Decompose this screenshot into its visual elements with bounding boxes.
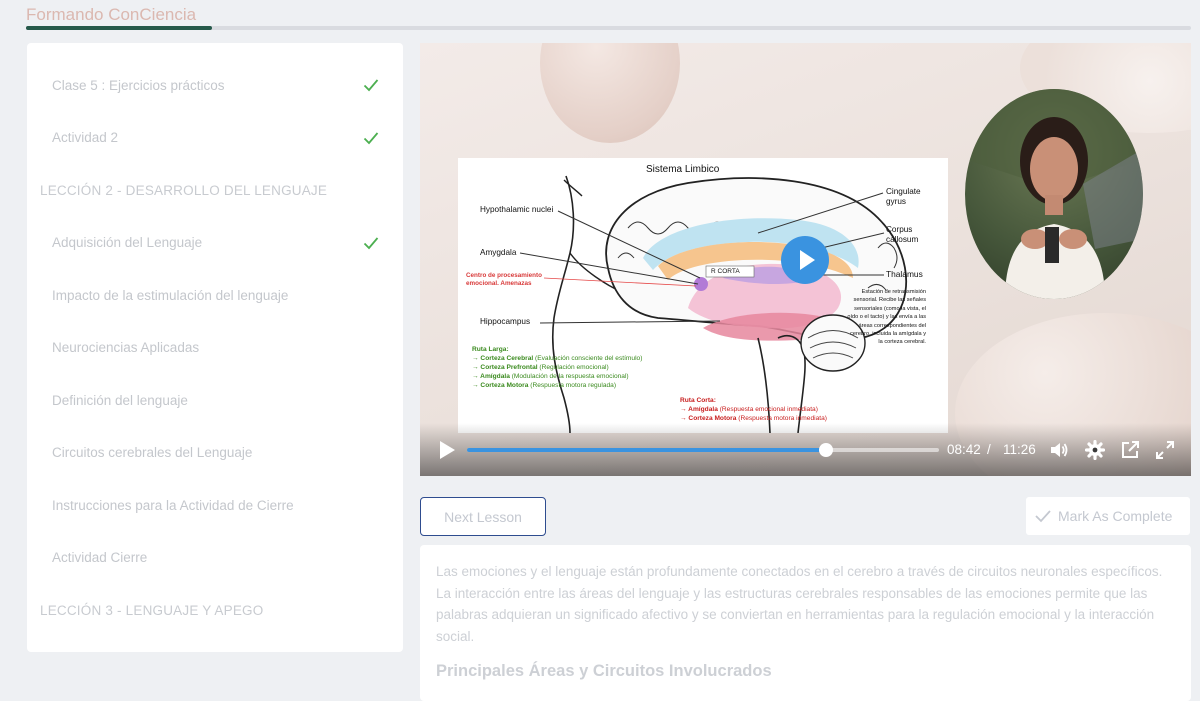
volume-icon[interactable] — [1049, 440, 1069, 460]
ruta-corta-desc: (Respuesta motora inmediata) — [736, 415, 827, 422]
ruta-corta-item: → Amígdala (Respuesta emocional inmediat… — [680, 406, 818, 414]
ruta-corta-desc: (Respuesta emocional inmediata) — [717, 406, 818, 413]
ruta-larga-step: → Amígdala — [472, 373, 510, 380]
label-r-corta: R CORTA — [711, 268, 740, 275]
sidebar-item-label: Actividad Cierre — [52, 550, 148, 565]
brain-diagram — [519, 175, 908, 433]
sidebar-section-header[interactable]: LECCIÓN 2 - DESARROLLO DEL LENGUAJE — [27, 170, 403, 210]
completed-check-icon — [363, 79, 379, 92]
video-player[interactable]: Sistema Limbico Hypothalamic nuclei Amyg… — [420, 43, 1191, 476]
ruta-larga-item: → Corteza Cerebral (Evaluación conscient… — [472, 355, 642, 363]
completed-check-icon — [363, 236, 379, 249]
slide-title: Sistema Limbico — [646, 164, 720, 175]
sidebar-lesson-item[interactable]: Actividad 2 — [27, 118, 403, 158]
play-overlay-button[interactable] — [781, 236, 829, 284]
estacion-line: la corteza cerebral. — [878, 339, 926, 346]
seek-bar[interactable] — [467, 443, 939, 457]
seek-handle[interactable] — [819, 443, 834, 457]
presenter-video — [965, 89, 1143, 299]
estacion-line: áreas correspondientes del — [858, 322, 926, 329]
app-title: Formando ConCiencia — [26, 5, 197, 24]
sidebar-item-label: Neurociencias Aplicadas — [52, 340, 200, 355]
video-controls: 08:42 / 11:26 — [420, 423, 1191, 476]
estacion-line: Estación de retransmisión — [861, 289, 926, 295]
label-amygdala: Amygdala — [480, 248, 517, 257]
label-cingulate: Cingulate — [886, 187, 921, 196]
duration: 11:26 — [1003, 442, 1036, 457]
label-centro: Centro de procesamiento — [466, 272, 542, 279]
ruta-larga-item: → Corteza Motora (Respuesta motora regul… — [472, 382, 616, 390]
play-button[interactable] — [439, 441, 457, 459]
lesson-heading: Principales Áreas y Circuitos Involucrad… — [436, 662, 772, 680]
sidebar-item-label: Circuitos cerebrales del Lenguaje — [52, 445, 253, 460]
sidebar-lesson-item[interactable]: Clase 5 : Ejercicios prácticos — [27, 65, 403, 105]
sidebar-lesson-item[interactable]: Circuitos cerebrales del Lenguaje — [27, 433, 403, 473]
ruta-larga-step: → Corteza Prefrontal — [472, 364, 538, 371]
sidebar-item-label: Adquisición del Lenguaje — [52, 235, 203, 250]
ruta-larga-item: → Corteza Prefrontal (Regulación emocion… — [472, 364, 609, 372]
popout-icon[interactable] — [1120, 440, 1140, 460]
label-estacion: Estación de retransmisión sensorial. Reci… — [834, 288, 926, 347]
label-hypothalamic: Hypothalamic nuclei — [480, 205, 554, 214]
course-progress-fill — [26, 26, 213, 30]
ruta-larga-desc: (Evaluación consciente del estímulo) — [533, 355, 643, 362]
next-lesson-button[interactable]: Next Lesson — [420, 497, 546, 536]
checkmark-icon — [1035, 510, 1051, 523]
sidebar-item-label: Actividad 2 — [52, 130, 119, 145]
seek-progress — [467, 448, 827, 452]
ruta-corta-title: Ruta Corta: — [680, 397, 716, 404]
sidebar-item-label: Definición del lenguaje — [52, 392, 188, 408]
fullscreen-icon[interactable] — [1155, 440, 1175, 460]
estacion-line: cerebro, incluida la amígdala y — [850, 331, 926, 338]
sidebar-lesson-item[interactable]: Neurociencias Aplicadas — [27, 328, 403, 368]
sidebar-lesson-item[interactable]: Adquisición del Lenguaje — [27, 223, 403, 263]
sidebar-item-label: Clase 5 : Ejercicios prácticos — [52, 77, 225, 93]
label-thalamus: Thalamus — [886, 269, 923, 279]
sidebar-lesson-item[interactable]: Impacto de la estimulación del lenguaje — [27, 275, 403, 315]
ruta-larga-title: Ruta Larga: — [472, 346, 509, 353]
lesson-content: Las emociones y el lenguaje están profun… — [420, 545, 1191, 701]
sidebar-item-label: Impacto de la estimulación del lenguaje — [52, 287, 289, 303]
mark-complete-label: Mark As Complete — [1058, 508, 1173, 524]
ruta-larga-desc: (Modulación de la respuesta emocional) — [509, 373, 629, 380]
completed-check-icon — [363, 131, 379, 144]
estacion-line: oído o el tacto) y las envía a las — [847, 314, 926, 321]
estacion-line: sensorial. Recibe las señales — [853, 297, 926, 304]
course-progress-bar — [26, 26, 1191, 30]
ruta-corta-step: → Amígdala — [680, 406, 718, 413]
sidebar-lesson-item[interactable]: Instrucciones para la Actividad de Cierr… — [27, 485, 403, 525]
ruta-larga-desc: (Regulación emocional) — [537, 364, 609, 371]
estacion-line: sensoriales (como la vista, el — [854, 305, 926, 312]
current-time: 08:42 — [947, 442, 981, 457]
sidebar-item-label: LECCIÓN 3 - LENGUAJE Y APEGO — [40, 602, 264, 618]
time-separator: / — [987, 442, 991, 457]
settings-gear-icon[interactable] — [1084, 439, 1106, 461]
presenter-image — [965, 89, 1143, 299]
ruta-corta-item: → Corteza Motora (Respuesta motora inmed… — [680, 415, 827, 423]
ruta-larga-item: → Amígdala (Modulación de la respuesta e… — [472, 373, 629, 381]
label-callosum: callosum — [886, 235, 919, 244]
label-centro-2: emocional. Amenazas — [466, 280, 532, 287]
ruta-larga-desc: (Respuesta motora regulada) — [528, 382, 617, 389]
sidebar-section-header[interactable]: LECCIÓN 3 - LENGUAJE Y APEGO — [27, 590, 403, 630]
sidebar-item-label: LECCIÓN 2 - DESARROLLO DEL LENGUAJE — [40, 182, 328, 198]
background-shape — [540, 43, 680, 143]
sidebar-lesson-item[interactable]: Definición del lenguaje — [27, 380, 403, 420]
label-gyrus: gyrus — [886, 197, 907, 206]
lesson-slide: Sistema Limbico Hypothalamic nuclei Amyg… — [458, 158, 948, 433]
mark-complete-button[interactable]: Mark As Complete — [1026, 497, 1190, 535]
label-hippocampus: Hippocampus — [480, 317, 531, 326]
sidebar-item-label: Instrucciones para la Actividad de Cierr… — [52, 497, 294, 513]
app-header: Formando ConCiencia — [26, 0, 1191, 34]
sidebar-lesson-item[interactable]: Actividad Cierre — [27, 538, 403, 578]
ruta-larga-step: → Corteza Cerebral — [472, 355, 534, 362]
ruta-larga-step: → Corteza Motora — [472, 382, 529, 389]
label-corpus: Corpus — [886, 225, 913, 234]
ruta-corta-step: → Corteza Motora — [680, 415, 737, 422]
lesson-paragraph: Las emociones y el lenguaje están profun… — [436, 564, 1163, 644]
